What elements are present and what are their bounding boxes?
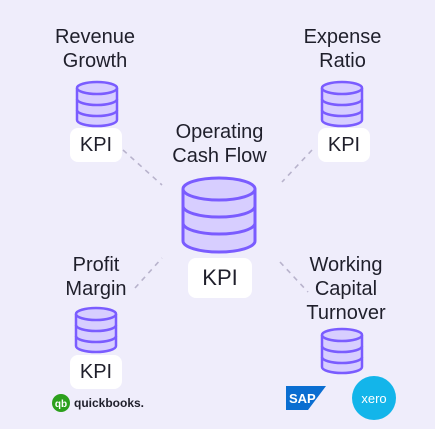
profit-margin-kpi-card: KPI [70, 355, 122, 389]
profit-margin-database-icon [74, 306, 118, 354]
revenue-growth-kpi-card: KPI [70, 128, 122, 162]
connector-revenue-to-center [122, 149, 163, 186]
quickbooks-wordmark: quickbooks. [74, 396, 145, 410]
expense-ratio-kpi-card: KPI [318, 128, 370, 162]
connector-expense-to-center [281, 149, 313, 183]
expense-ratio-database-icon [320, 80, 364, 128]
working-capital-turnover-database-icon [320, 327, 364, 375]
quickbooks-icon: qb [52, 394, 70, 412]
svg-text:SAP: SAP [289, 391, 316, 406]
operating-cash-flow-kpi-card: KPI [188, 258, 252, 298]
connector-working-to-center [279, 261, 309, 293]
operating-cash-flow-database-icon [180, 175, 258, 255]
operating-cash-flow-label: Operating Cash Flow [172, 121, 267, 167]
profit-margin-label: Profit Margin [65, 254, 127, 300]
svg-text:xero: xero [361, 391, 386, 406]
sap-icon: SAP [286, 386, 326, 410]
svg-text:qb: qb [55, 399, 67, 410]
connector-profit-to-center [134, 257, 163, 289]
revenue-growth-database-icon [75, 80, 119, 128]
quickbooks-logo: qb quickbooks. [52, 394, 144, 412]
expense-ratio-label: Expense Ratio [303, 26, 382, 72]
xero-logo: xero [352, 376, 396, 425]
xero-icon: xero [352, 376, 396, 420]
working-capital-turnover-label: Working Capital Turnover [306, 254, 386, 324]
revenue-growth-label: Revenue Growth [54, 26, 136, 72]
sap-logo: SAP [286, 386, 326, 415]
